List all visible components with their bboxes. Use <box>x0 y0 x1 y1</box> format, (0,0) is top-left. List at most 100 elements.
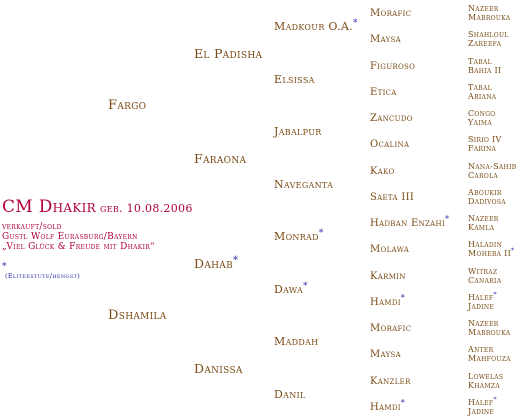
ancestor-gen5-sire: Haladin <box>468 240 526 249</box>
ancestor-gen5-dam: Moheba II* <box>468 246 526 258</box>
ancestor-gen5-dam-label: Zareefa <box>468 39 502 48</box>
ancestor-gen4-label: Hamdi <box>370 297 401 308</box>
ancestor-gen4: Molawa <box>370 244 409 255</box>
ancestor-gen5-sire-label: Nazeer <box>468 319 499 328</box>
elite-mark: * <box>232 254 239 266</box>
ancestor-gen5-dam: Khamza <box>468 381 526 390</box>
elite-mark: * <box>511 246 515 255</box>
ancestor-gen5-sire-label: Shahloul <box>468 30 509 39</box>
elite-mark: * <box>400 398 406 408</box>
ancestor-gen4: Figuroso <box>370 61 415 72</box>
ancestor-gen5-dam: Bahia II <box>468 66 526 75</box>
ancestor-gen4: Kako <box>370 166 395 177</box>
ancestor-gen5-dam-label: Canaria <box>468 276 502 285</box>
ancestor-gen5-sire-label: Lowelas <box>468 372 504 381</box>
ancestor-gen4-label: Hamdi <box>370 402 401 413</box>
subject-status: verkauft/sold <box>2 222 62 232</box>
ancestor-gen5-sire: Sirio IV <box>468 135 526 144</box>
ancestor-gen3-label: Jabalpur <box>274 125 322 138</box>
sire-line-gen1-label: Fargo <box>108 98 147 113</box>
ancestor-gen3-label: Monrad <box>274 230 319 243</box>
ancestor-gen5-sire: Nazeer <box>468 214 526 223</box>
ancestor-gen5-dam-label: Jadine <box>468 302 495 311</box>
ancestor-gen4: Kanzler <box>370 376 411 387</box>
ancestor-gen5-sire-label: Witraz <box>468 267 498 276</box>
ancestor-gen5-pair: Halef*Jadine <box>468 396 526 416</box>
elite-mark: * <box>303 281 308 292</box>
elite-mark: * <box>318 228 324 239</box>
subject-name: CM Dhakir <box>2 197 97 217</box>
ancestor-gen4-label: Hadban Enzahi <box>370 218 446 229</box>
ancestor-gen5-sire-label: Haladin <box>468 240 503 249</box>
ancestor-gen2: Faraona <box>194 151 246 166</box>
ancestor-gen5-dam-label: Yaima <box>468 118 492 127</box>
ancestor-gen4: Hadban Enzahi* <box>370 215 449 229</box>
ancestor-gen5-dam: Ariana <box>468 92 526 101</box>
ancestor-gen4-label: Morafic <box>370 8 412 19</box>
elite-legend: * (Eliteestute/hengst) <box>2 262 80 280</box>
ancestor-gen5-dam: Jadine <box>468 302 526 311</box>
ancestor-gen3-label: Danil <box>274 388 306 401</box>
ancestor-gen3-label: Dawa <box>274 283 304 296</box>
ancestor-gen5-dam-label: Mahfouza <box>468 354 511 363</box>
ancestor-gen4: Etica <box>370 87 397 98</box>
ancestor-gen5-sire-label: Anter <box>468 345 494 354</box>
ancestor-gen5-dam-label: Farina <box>468 144 497 153</box>
ancestor-gen4: Morafic <box>370 323 411 334</box>
ancestor-gen4-label: Maysa <box>370 349 401 360</box>
ancestor-gen5-dam: Jadine <box>468 407 526 416</box>
ancestor-gen4: Karmin <box>370 271 406 282</box>
ancestor-gen5-sire-label: Aboukir <box>468 188 502 197</box>
ancestor-gen4: Ocalina <box>370 139 409 150</box>
ancestor-gen5-sire-label: Sirio IV <box>468 135 502 144</box>
ancestor-gen5-sire: Nana-Sahib <box>468 162 526 171</box>
ancestor-gen3-label: Madkour O.A. <box>274 20 353 33</box>
ancestor-gen5-sire-label: Congo <box>468 109 496 118</box>
ancestor-gen5-dam-label: Kamla <box>468 223 495 232</box>
ancestor-gen3-label: Naveganta <box>274 178 334 191</box>
ancestor-gen5-sire: Nazeer <box>468 319 526 328</box>
ancestor-gen5-dam-label: Ariana <box>468 92 497 101</box>
ancestor-gen4-label: Ocalina <box>370 139 410 150</box>
ancestor-gen4-label: Karmin <box>370 271 406 282</box>
ancestor-gen4-label: Morafic <box>370 323 412 334</box>
ancestor-gen5-sire-label: Nazeer <box>468 214 499 223</box>
ancestor-gen5-dam: Canaria <box>468 276 526 285</box>
ancestor-gen3: Elsissa <box>274 73 315 86</box>
ancestor-gen2: Dahab* <box>194 254 239 271</box>
ancestor-gen4: Maysa <box>370 349 401 360</box>
elite-mark: * <box>493 290 497 299</box>
ancestor-gen4-label: Maysa <box>370 34 401 45</box>
ancestor-gen5-dam: Dadivosa <box>468 197 526 206</box>
ancestor-gen3-label: Elsissa <box>274 73 315 86</box>
ancestor-gen4-label: Kako <box>370 166 395 177</box>
ancestor-gen5-sire: Aboukir <box>468 188 526 197</box>
sire-line-gen1: Fargo <box>108 98 146 113</box>
elite-legend-mark: * <box>2 262 7 272</box>
ancestor-gen4-label: Saeta III <box>370 192 415 203</box>
ancestor-gen2: Danissa <box>194 361 243 376</box>
ancestor-gen5-dam: Yaima <box>468 118 526 127</box>
ancestor-gen5-sire: Halef* <box>468 290 526 302</box>
subject-slogan: „Viel Glück & Freude mit Dhakir“ <box>2 242 155 252</box>
ancestor-gen5-dam: Zareefa <box>468 39 526 48</box>
ancestor-gen4: Maysa <box>370 34 401 45</box>
ancestor-gen5-dam-label: Bahia II <box>468 66 502 75</box>
ancestor-gen4: Hamdi* <box>370 294 405 308</box>
ancestor-gen2-label: Dahab <box>194 256 233 271</box>
ancestor-gen5-sire: Shahloul <box>468 30 526 39</box>
ancestor-gen5-sire-label: Tabal <box>468 83 492 92</box>
ancestor-gen3: Dawa* <box>274 281 308 296</box>
ancestor-gen5-dam: Kamla <box>468 223 526 232</box>
ancestor-gen5-sire-label: Tabal <box>468 57 492 66</box>
